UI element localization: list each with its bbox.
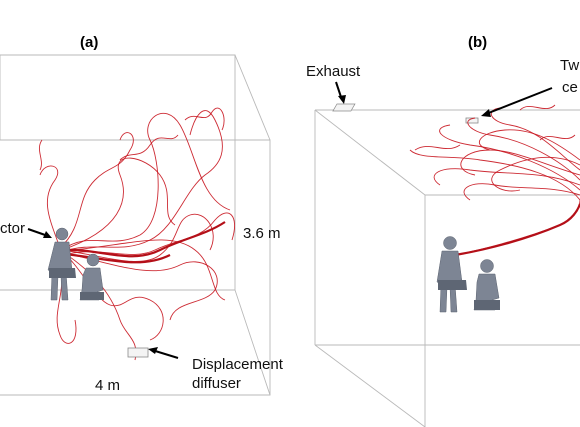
- panel-b-mannequin-seated-left: [436, 236, 467, 313]
- panel-a-label: (a): [80, 34, 98, 51]
- panel-a-mannequin-receiver: [79, 253, 104, 301]
- panel-a-injector-label: ctor: [0, 220, 25, 237]
- panel-a-diffuser-arrowhead: [148, 347, 158, 354]
- panel-b-exhaust-vent-icon: [332, 103, 356, 112]
- panel-b-label: (b): [468, 34, 487, 51]
- panel-a: (a): [0, 34, 284, 396]
- panel-a-displacement-diffuser-icon: [127, 347, 149, 358]
- panel-a-diffuser-label-line2: diffuser: [192, 375, 241, 392]
- panel-a-particle-paths: [38, 107, 235, 361]
- panel-a-diffuser-arrow: [151, 349, 179, 359]
- panel-b-ceiling-arrow: [485, 87, 553, 115]
- panel-a-width-label: 4 m: [95, 377, 120, 394]
- panel-b-ceiling-vent-icon: [465, 117, 479, 124]
- panel-a-diffuser-label-line1: Displacement: [192, 356, 284, 373]
- panel-b-ceiling-label-line2: ce: [562, 79, 578, 96]
- panel-b-exhaust-label: Exhaust: [306, 63, 361, 80]
- panel-b-room-box: [314, 109, 580, 427]
- panel-b-mannequin-seated-right: [473, 259, 500, 311]
- panel-b-ceiling-label-line1: Tw: [560, 57, 579, 74]
- panel-a-height-label: 3.6 m: [243, 225, 281, 242]
- panel-a-injector-arrowhead: [43, 231, 52, 238]
- panel-b-particle-paths: [409, 104, 580, 257]
- panel-a-mannequin-injector: [47, 227, 76, 301]
- panel-b: (b): [306, 34, 580, 427]
- panel-b-ceiling-arrowhead: [481, 109, 491, 117]
- panel-a-room-box: [0, 54, 271, 396]
- panel-b-exhaust-arrowhead: [338, 95, 346, 104]
